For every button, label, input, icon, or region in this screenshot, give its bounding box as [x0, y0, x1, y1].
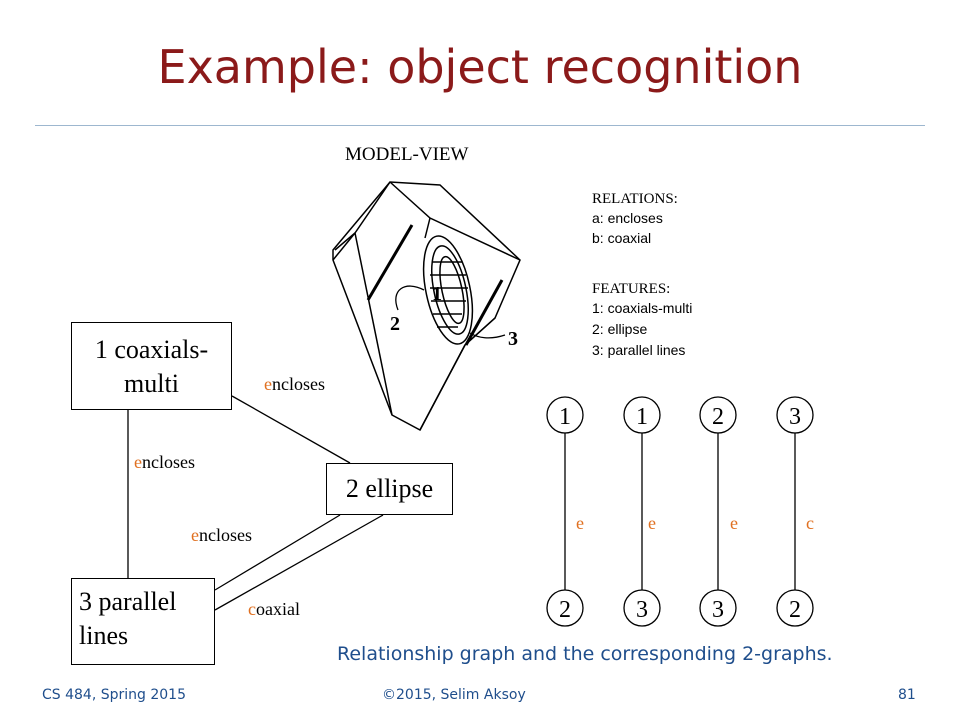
- node-coaxials-line2: multi: [124, 369, 179, 398]
- relation-b: b: coaxial: [592, 230, 651, 246]
- slide-title: Example: object recognition: [157, 40, 803, 94]
- edge-label-coaxials-ellipse: encloses: [264, 374, 325, 394]
- node-coaxials-multi: 1 coaxials- multi: [71, 322, 232, 410]
- node-parallel-line2: lines: [79, 621, 129, 650]
- two-graph-4-edge-label: c: [806, 513, 814, 533]
- two-graph-1-bottom: 2: [559, 597, 571, 623]
- two-graph-3-top: 2: [712, 404, 724, 430]
- two-graph-1-top: 1: [559, 404, 571, 430]
- two-graph-2-bottom: 3: [636, 597, 648, 623]
- edge-label-ellipse-parallel: encloses: [191, 525, 252, 545]
- footer-course: CS 484, Spring 2015: [42, 687, 186, 703]
- edge-label-coaxial: coaxial: [248, 599, 300, 619]
- two-graph-1-edge-label: e: [576, 513, 584, 533]
- features-heading: FEATURES:: [592, 281, 670, 297]
- node-ellipse: 2 ellipse: [326, 463, 453, 515]
- two-graph-4-bottom: 2: [789, 597, 801, 623]
- feature-2: 2: ellipse: [592, 321, 647, 337]
- two-graph-3-bottom: 3: [712, 597, 724, 623]
- figure-caption: Relationship graph and the corresponding…: [337, 643, 833, 665]
- parallel-line-left: [366, 224, 414, 301]
- two-graph-4-top: 3: [789, 404, 801, 430]
- feature-1: 1: coaxials-multi: [592, 300, 692, 316]
- marker-1: 1: [432, 283, 442, 305]
- arrow-feature-2: [395, 285, 425, 311]
- arrow-feature-3: [469, 332, 506, 339]
- node-ellipse-label: 2 ellipse: [345, 474, 434, 503]
- footer-page-number: 81: [898, 687, 916, 703]
- two-graph-2-top: 1: [636, 404, 648, 430]
- relationship-graph-edges: [127, 395, 384, 611]
- relation-a: a: encloses: [592, 210, 663, 226]
- title-divider: [35, 125, 925, 126]
- node-parallel-lines: 3 parallel lines: [71, 578, 215, 665]
- two-graph-nodes: [546, 396, 814, 627]
- node-coaxials-line1: 1 coaxials-: [94, 335, 209, 364]
- relations-heading: RELATIONS:: [592, 191, 678, 207]
- marker-2: 2: [390, 313, 400, 335]
- footer-copyright: ©2015, Selim Aksoy: [382, 687, 526, 703]
- two-graph-edges: [564, 433, 796, 590]
- hex-nut-drawing: [332, 181, 521, 432]
- two-graph-3-edge-label: e: [730, 513, 738, 533]
- marker-3: 3: [508, 328, 518, 350]
- node-parallel-line1: 3 parallel: [79, 587, 177, 616]
- edge-label-coaxials-parallel: encloses: [134, 452, 195, 472]
- two-graph-2-edge-label: e: [648, 513, 656, 533]
- model-view-heading: MODEL-VIEW: [345, 144, 469, 165]
- feature-3: 3: parallel lines: [592, 342, 685, 358]
